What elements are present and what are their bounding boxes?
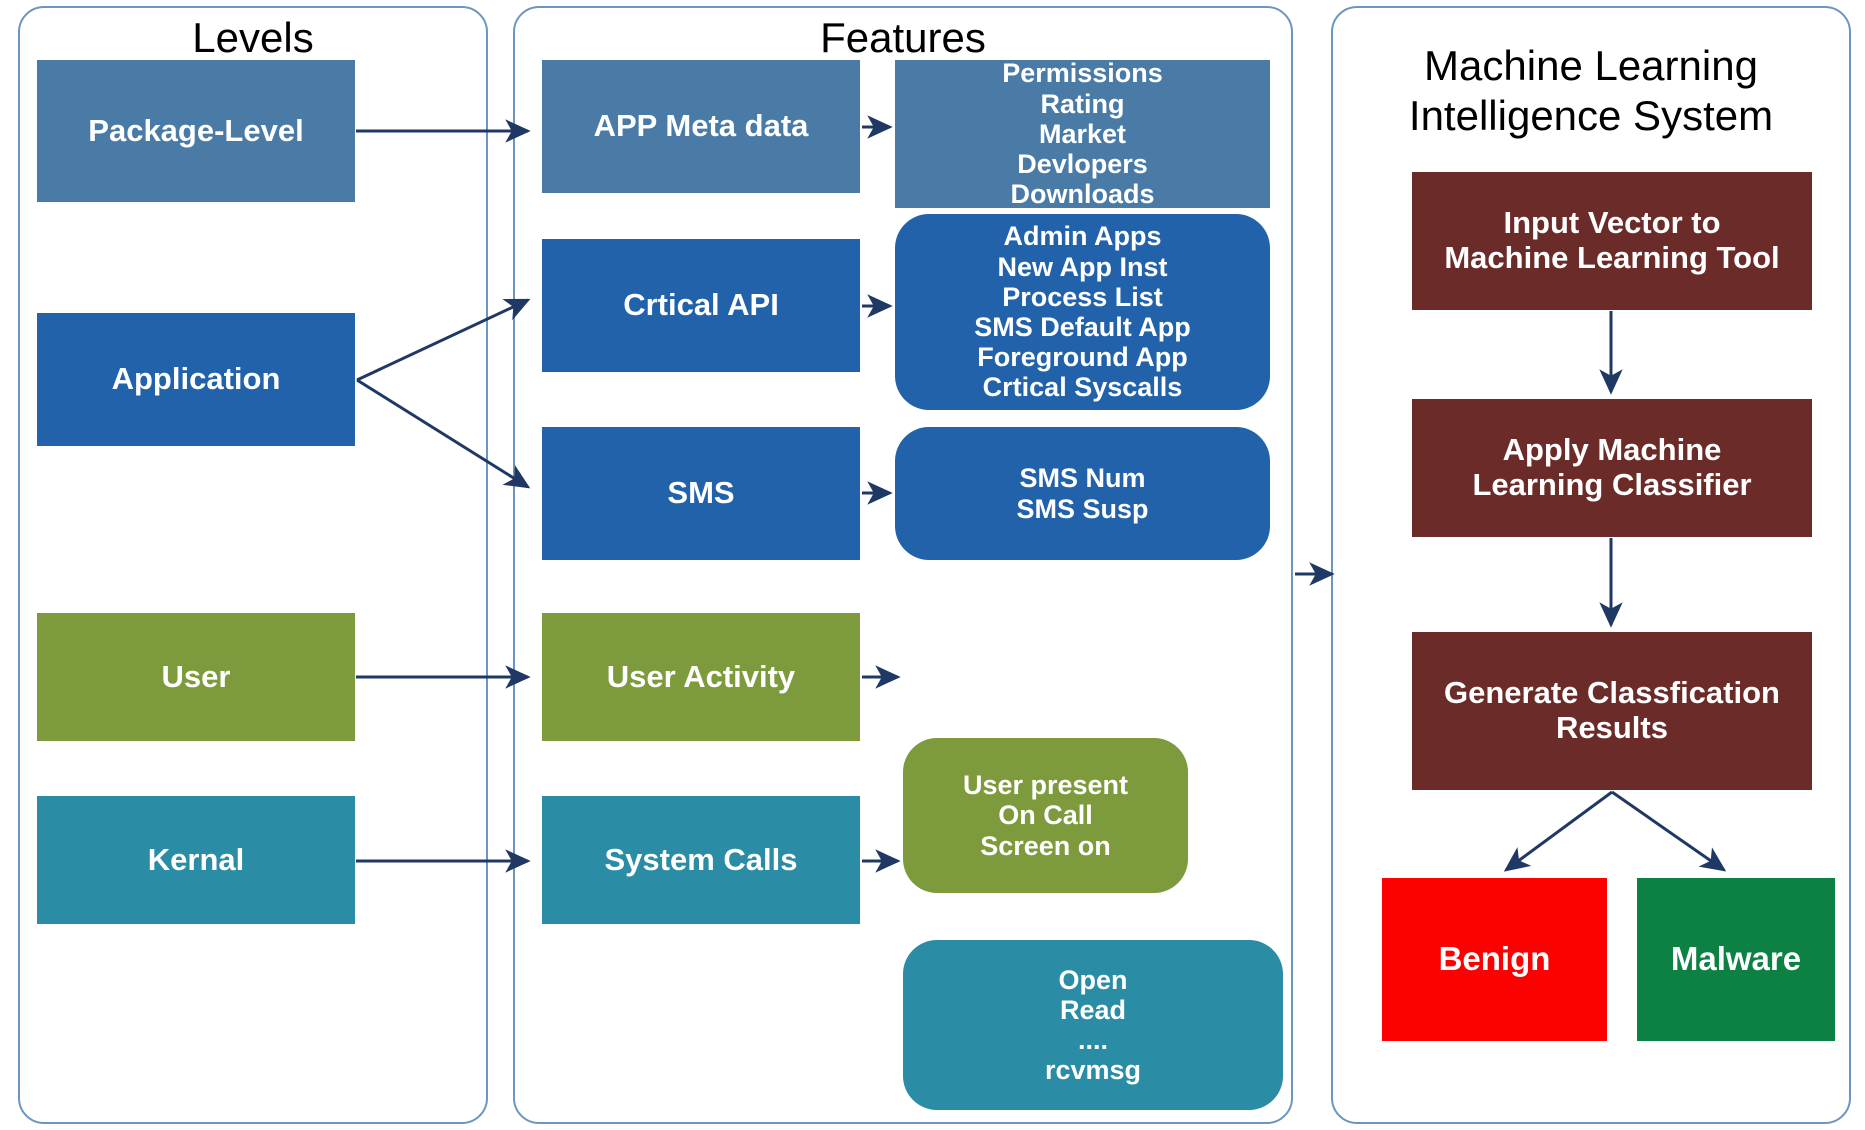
ml-step-generate-results[interactable]: Generate Classfication Results [1412,632,1812,790]
detail-item: User present [962,770,1129,801]
detail-item: Foreground App [977,342,1188,373]
detail-item: Admin Apps [1003,221,1162,252]
detail-item: Process List [1002,281,1163,312]
detail-item: Rating [1040,88,1125,119]
feature-box-sms[interactable]: SMS [542,427,860,560]
ml-step-line: Apply Machine [1502,432,1722,468]
feature-detail-crtical-api: Admin Apps New App Inst Process List SMS… [895,214,1270,410]
detail-item: SMS Susp [1016,493,1149,524]
ml-step-line: Generate Classfication [1444,675,1780,711]
detail-item: On Call [998,800,1093,831]
feature-label-app-meta-data: APP Meta data [593,108,809,144]
ml-step-line: Machine Learning Tool [1444,240,1780,275]
level-box-user[interactable]: User [37,613,355,741]
ml-step-label-generate-results: Generate Classfication Results [1412,676,1812,745]
level-box-package-level[interactable]: Package-Level [37,60,355,202]
ml-step-line: Input Vector to [1503,205,1721,241]
detail-item: Downloads [1010,179,1155,210]
ml-step-label-input-vector: Input Vector to Machine Learning Tool [1412,206,1812,275]
level-label-package-level: Package-Level [88,112,304,148]
detail-item: Screen on [980,830,1111,861]
feature-label-sms: SMS [667,475,735,511]
feature-label-user-activity: User Activity [606,658,796,694]
ml-step-label-apply-classifier: Apply Machine Learning Classifier [1412,433,1812,502]
level-label-application: Application [111,361,281,397]
ml-panel-title-line1: Machine Learning [1424,42,1758,89]
detail-item: Devlopers [1017,149,1148,180]
detail-list-app-meta-data: Permissions Rating Market Devlopers Down… [895,58,1270,209]
detail-item: Read [1059,994,1127,1025]
feature-detail-sms: SMS Num SMS Susp [895,427,1270,560]
detail-list-user-activity: User present On Call Screen on [903,770,1188,861]
detail-item: SMS Num [1019,463,1146,494]
detail-item: Open [1058,964,1128,995]
features-panel-title: Features [820,14,986,61]
feature-detail-app-meta-data: Permissions Rating Market Devlopers Down… [895,58,1270,209]
ml-result-benign[interactable]: Benign [1382,878,1607,1041]
feature-box-crtical-api[interactable]: Crtical API [542,239,860,372]
feature-label-crtical-api: Crtical API [623,287,779,323]
ml-result-label-benign: Benign [1438,940,1551,978]
detail-item: rcvmsg [1044,1055,1142,1086]
ml-step-input-vector[interactable]: Input Vector to Machine Learning Tool [1412,172,1812,310]
ml-panel-title-line2: Intelligence System [1408,92,1774,139]
feature-label-system-calls: System Calls [604,841,798,877]
detail-item: .... [1077,1025,1108,1055]
level-box-kernal[interactable]: Kernal [37,796,355,924]
detail-item: Crtical Syscalls [982,372,1183,403]
feature-box-user-activity[interactable]: User Activity [542,613,860,741]
feature-detail-user-activity: User present On Call Screen on [903,738,1188,893]
level-label-kernal: Kernal [147,841,245,877]
levels-panel-title: Levels [192,14,314,61]
detail-item: SMS Default App [974,312,1191,342]
ml-step-line: Results [1556,710,1668,745]
feature-box-system-calls[interactable]: System Calls [542,796,860,924]
detail-item: Market [1038,118,1127,149]
detail-item: Permissions [1002,58,1163,89]
ml-result-malware[interactable]: Malware [1637,878,1835,1041]
ml-step-apply-classifier[interactable]: Apply Machine Learning Classifier [1412,399,1812,537]
feature-detail-system-calls: Open Read .... rcvmsg [903,940,1283,1110]
level-label-user: User [161,658,231,694]
detail-item: New App Inst [997,251,1168,282]
detail-list-crtical-api: Admin Apps New App Inst Process List SMS… [895,221,1270,402]
feature-box-app-meta-data[interactable]: APP Meta data [542,60,860,193]
detail-list-system-calls: Open Read .... rcvmsg [903,965,1283,1086]
ml-step-line: Learning Classifier [1472,467,1752,502]
detail-list-sms: SMS Num SMS Susp [895,463,1270,523]
ml-result-label-malware: Malware [1670,940,1802,978]
level-box-application[interactable]: Application [37,313,355,446]
